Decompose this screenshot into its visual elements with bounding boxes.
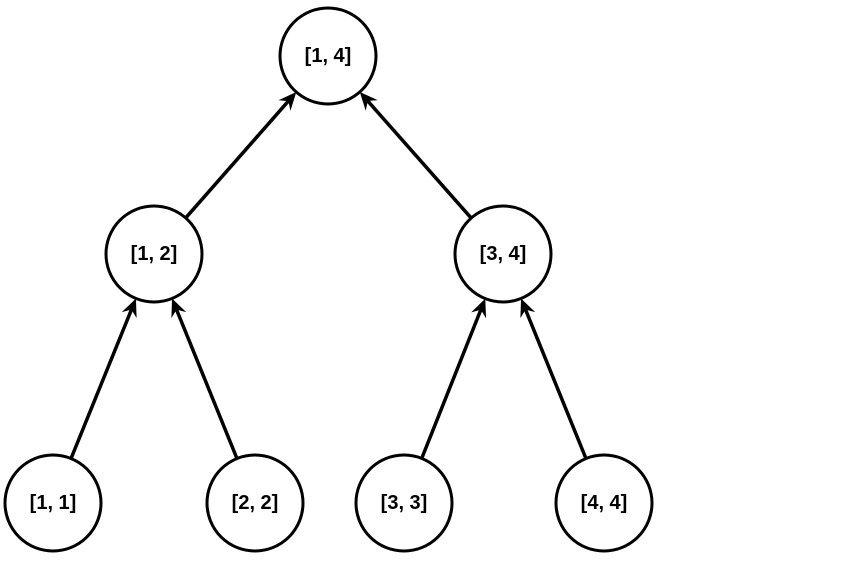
- arrowhead-icon: [471, 298, 487, 319]
- node-1-1: [1, 1]: [3, 453, 103, 553]
- edge-line: [523, 308, 588, 460]
- edge-n12-to-n14: [184, 92, 297, 220]
- node-label-1-2: [1, 2]: [131, 243, 178, 265]
- node-label-1-1: [1, 1]: [30, 492, 77, 514]
- edge-line: [366, 99, 473, 220]
- edge-n33-to-n34: [420, 298, 487, 460]
- nodes-layer: [1, 4] [1, 2] [3, 4] [1, 1] [2, 2] [3, 3…: [3, 6, 654, 553]
- edge-line: [184, 99, 290, 220]
- node-1-4: [1, 4]: [278, 6, 378, 106]
- arrowhead-icon: [121, 298, 137, 319]
- node-label-3-4: [3, 4]: [480, 243, 527, 265]
- edge-n22-to-n12: [171, 298, 239, 460]
- edge-n11-to-n12: [69, 298, 137, 460]
- edge-line: [420, 309, 483, 460]
- arrowhead-icon: [520, 298, 536, 319]
- node-4-4: [4, 4]: [554, 453, 654, 553]
- node-3-3: [3, 3]: [354, 453, 454, 553]
- edge-n44-to-n34: [520, 298, 588, 460]
- edges-layer: [69, 91, 588, 460]
- arrowhead-icon: [171, 298, 187, 319]
- edge-line: [174, 308, 239, 460]
- arrowhead-icon: [359, 91, 378, 111]
- edge-n34-to-n14: [359, 91, 473, 220]
- node-label-1-4: [1, 4]: [305, 45, 352, 67]
- edge-line: [69, 308, 134, 460]
- arrowhead-icon: [278, 92, 297, 111]
- node-label-4-4: [4, 4]: [581, 492, 628, 514]
- node-3-4: [3, 4]: [453, 204, 553, 304]
- node-1-2: [1, 2]: [104, 204, 204, 304]
- node-2-2: [2, 2]: [205, 453, 305, 553]
- node-label-3-3: [3, 3]: [381, 492, 428, 514]
- node-label-2-2: [2, 2]: [232, 492, 279, 514]
